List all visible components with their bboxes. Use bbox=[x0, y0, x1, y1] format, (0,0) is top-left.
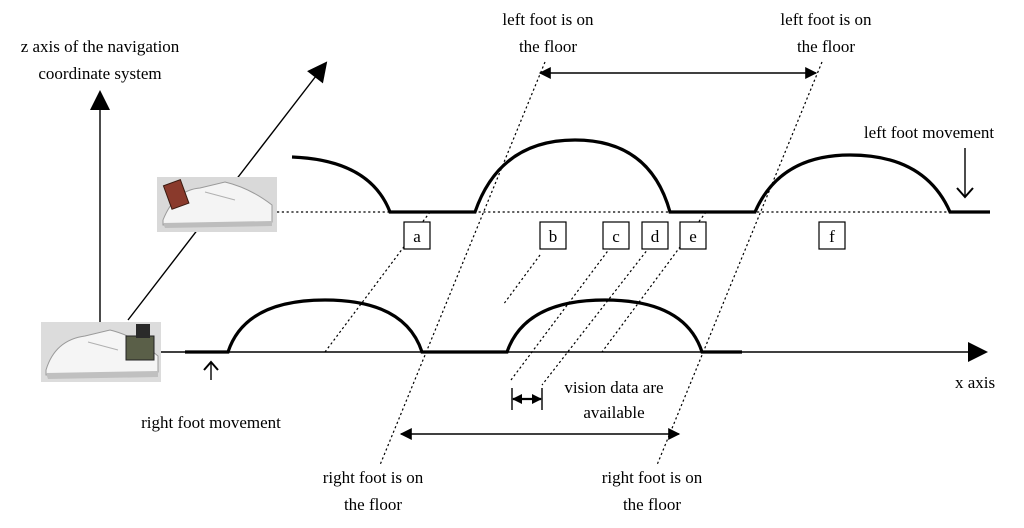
projection-line-c bbox=[510, 239, 617, 381]
vision-label-line2: available bbox=[583, 403, 644, 422]
projection-line-b-lower bbox=[502, 254, 541, 306]
marker-a: a bbox=[403, 221, 431, 250]
right-foot-trajectory bbox=[185, 298, 742, 354]
right-floor-label-2-line1: right foot is on bbox=[602, 468, 703, 487]
left-floor-label-1-line2: the floor bbox=[519, 37, 577, 56]
marker-d-label: d bbox=[651, 227, 660, 246]
right-movement-label: right foot movement bbox=[141, 413, 281, 432]
right-floor-label-2-line2: the floor bbox=[623, 495, 681, 514]
marker-e-label: e bbox=[689, 227, 697, 246]
x-axis-label: x axis bbox=[955, 373, 995, 392]
left-movement-label: left foot movement bbox=[864, 123, 995, 142]
left-movement-arrowhead bbox=[956, 187, 974, 199]
marker-f-label: f bbox=[829, 227, 835, 246]
right-floor-label-1-line2: the floor bbox=[344, 495, 402, 514]
left-foot-trajectory bbox=[291, 138, 990, 214]
marker-e: e bbox=[679, 221, 707, 250]
projection-line-left-floor-2 bbox=[656, 61, 823, 466]
right-shoe-photo bbox=[41, 322, 161, 382]
projection-line-left-floor-1 bbox=[379, 61, 546, 466]
vision-label-line1: vision data are bbox=[564, 378, 663, 397]
marker-f: f bbox=[818, 221, 846, 250]
marker-c-label: c bbox=[612, 227, 620, 246]
z-axis-label-line1: z axis of the navigation bbox=[21, 37, 180, 56]
left-shoe-photo bbox=[157, 177, 277, 232]
marker-a-label: a bbox=[413, 227, 421, 246]
z-axis-label-line2: coordinate system bbox=[38, 64, 161, 83]
projection-line-d bbox=[541, 239, 656, 386]
marker-d: d bbox=[641, 221, 669, 250]
marker-b-label: b bbox=[549, 227, 558, 246]
marker-b: b bbox=[539, 221, 567, 250]
right-floor-label-1-line1: right foot is on bbox=[323, 468, 424, 487]
left-floor-label-2-line1: left foot is on bbox=[780, 10, 872, 29]
left-floor-label-2-line2: the floor bbox=[797, 37, 855, 56]
left-floor-label-1-line1: left foot is on bbox=[502, 10, 594, 29]
marker-c: c bbox=[602, 221, 630, 250]
